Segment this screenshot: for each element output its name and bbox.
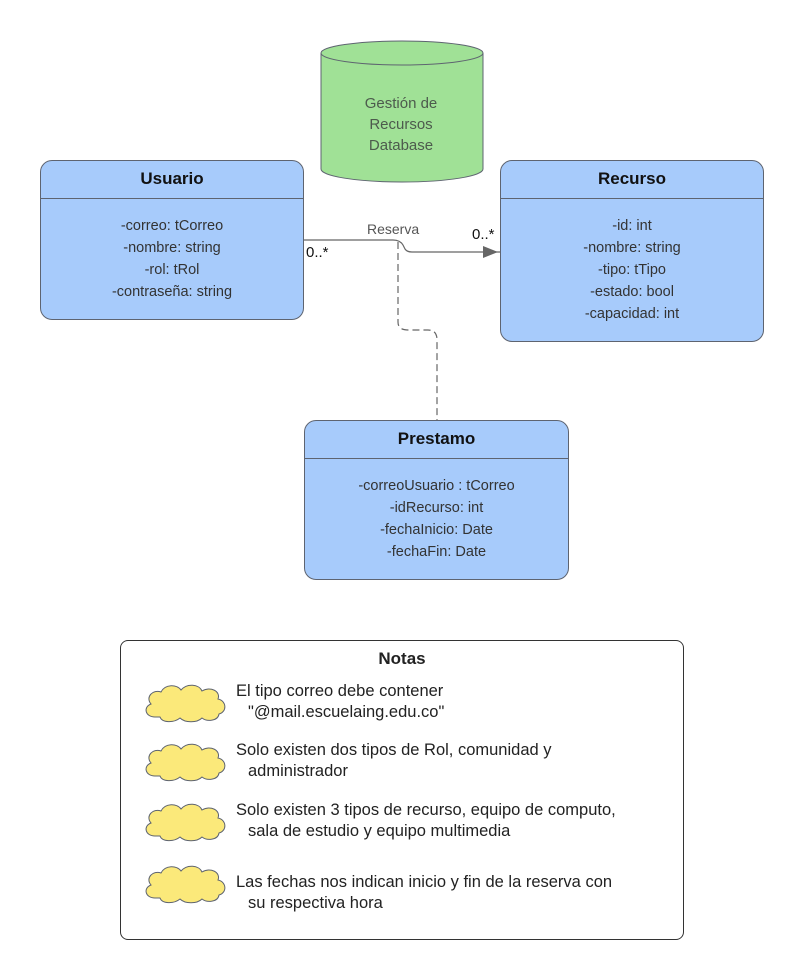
attribute: -fechaInicio: Date [380, 522, 493, 538]
cloud-icon [145, 684, 226, 723]
source-multiplicity: 0..* [306, 244, 329, 261]
note-text: Solo existen 3 tipos de recurso, equipo … [236, 800, 666, 842]
class-usuario[interactable]: Usuario -correo: tCorreo -nombre: string… [40, 160, 304, 320]
cloud-icon [145, 865, 226, 904]
note-item: Solo existen 3 tipos de recurso, equipo … [121, 800, 683, 860]
attribute: -correoUsuario : tCorreo [358, 478, 515, 494]
note-item: El tipo correo debe contener "@mail.escu… [121, 681, 683, 741]
attribute: -idRecurso: int [389, 500, 484, 516]
database-label: Gestión de Recursos Database [320, 93, 482, 156]
class-prestamo-attributes: -correoUsuario : tCorreo -idRecurso: int… [305, 459, 568, 563]
cloud-icon [145, 803, 226, 842]
attribute: -rol: tRol [144, 262, 200, 278]
attribute: -contraseña: string [111, 284, 233, 300]
cloud-icon [145, 743, 226, 782]
notes-panel: Notas El tipo correo debe contener "@mai… [120, 640, 684, 940]
class-usuario-attributes: -correo: tCorreo -nombre: string -rol: t… [41, 199, 303, 303]
association-label: Reserva [367, 221, 420, 237]
attribute: -nombre: string [123, 240, 221, 256]
database-cylinder [320, 40, 484, 183]
association-class-dashed-line [397, 242, 438, 420]
association-arrowhead [483, 246, 498, 258]
note-text: El tipo correo debe contener "@mail.escu… [236, 681, 666, 723]
note-line: Solo existen dos tipos de Rol, comunidad… [236, 741, 552, 759]
note-line: Solo existen 3 tipos de recurso, equipo … [236, 801, 616, 819]
attribute: -tipo: tTipo [598, 262, 666, 278]
class-usuario-name: Usuario [41, 161, 303, 199]
class-prestamo-name: Prestamo [305, 421, 568, 459]
class-prestamo[interactable]: Prestamo -correoUsuario : tCorreo -idRec… [304, 420, 569, 580]
note-text: Las fechas nos indican inicio y fin de l… [236, 872, 666, 914]
note-line: Las fechas nos indican inicio y fin de l… [236, 873, 613, 891]
note-item: Las fechas nos indican inicio y fin de l… [121, 862, 683, 922]
note-text: Solo existen dos tipos de Rol, comunidad… [236, 740, 666, 782]
attribute: -fechaFin: Date [386, 544, 487, 560]
association-line [304, 239, 500, 253]
class-recurso[interactable]: Recurso -id: int -nombre: string -tipo: … [500, 160, 764, 342]
class-recurso-name: Recurso [501, 161, 763, 199]
note-line: administrador [248, 762, 348, 780]
note-line: su respectiva hora [248, 894, 383, 912]
target-multiplicity: 0..* [472, 226, 495, 243]
database-label-line: Database [368, 137, 434, 154]
note-item: Solo existen dos tipos de Rol, comunidad… [121, 740, 683, 800]
attribute: -estado: bool [590, 284, 674, 300]
attribute: -id: int [612, 218, 652, 234]
attribute: -capacidad: int [584, 306, 680, 322]
attribute: -correo: tCorreo [120, 218, 224, 234]
note-line: El tipo correo debe contener [236, 682, 444, 700]
attribute: -nombre: string [583, 240, 681, 256]
class-recurso-attributes: -id: int -nombre: string -tipo: tTipo -e… [501, 199, 763, 325]
note-line: sala de estudio y equipo multimedia [248, 822, 511, 840]
database-label-line: Recursos [369, 116, 433, 133]
note-line: "@mail.escuelaing.edu.co" [248, 703, 445, 721]
database-label-line: Gestión de [364, 95, 438, 112]
notes-title: Notas [378, 649, 426, 668]
